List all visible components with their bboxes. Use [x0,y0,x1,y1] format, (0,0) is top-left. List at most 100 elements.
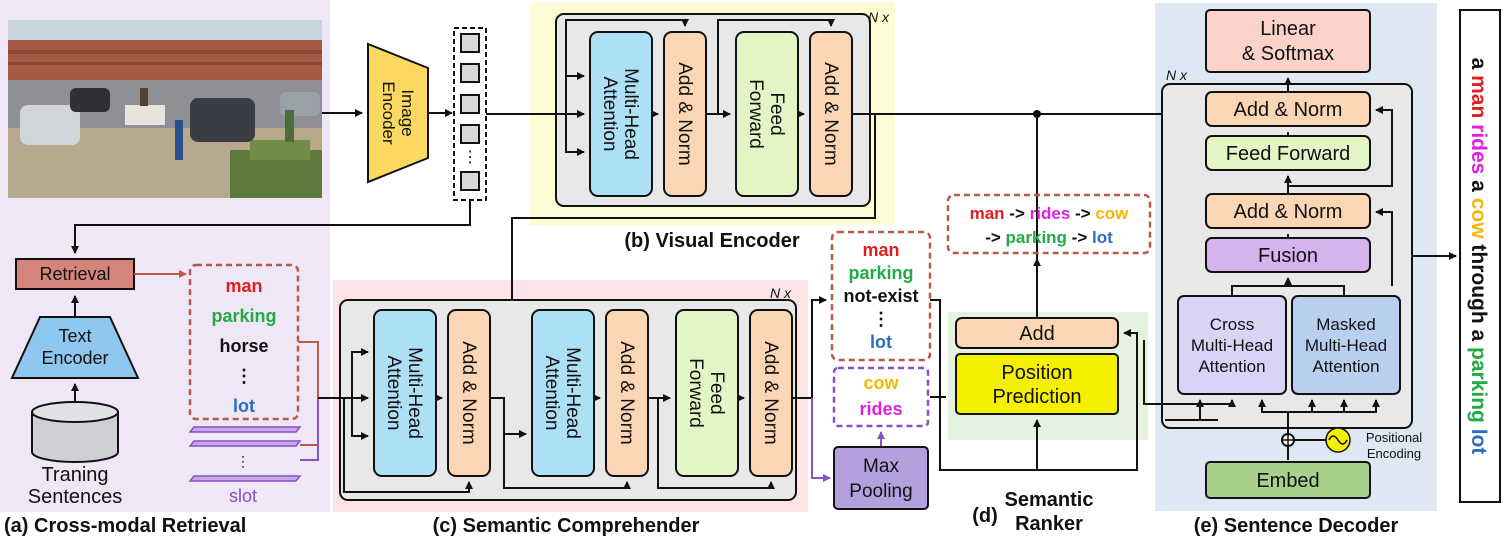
svg-text:Fusion: Fusion [1258,245,1318,267]
concept-word-3: ⋮ [872,309,890,329]
slot-label: slot [229,486,257,506]
svg-text:Add & Norm: Add & Norm [1234,99,1343,121]
retrieved-word-4: lot [233,396,255,416]
output-word-6: a [1467,330,1490,348]
linear-softmax-line1: Linear [1260,18,1316,40]
ranked-token-2-3: lot [1092,228,1113,247]
slot-word-1: rides [859,399,902,419]
section-label-b: (b) Visual Encoder [624,230,799,252]
scene-photo [8,20,322,198]
svg-text:Add & Norm: Add & Norm [458,341,479,444]
output-sentence-box [1459,9,1501,503]
concept-word-0: man [862,240,899,260]
ranked-token-1-4: cow [1095,204,1129,223]
svg-text:Multi-Head: Multi-Head [562,347,583,439]
sc-add-norm-1 [447,309,491,477]
output-word-5: through [1467,244,1490,329]
svg-text:⋮: ⋮ [462,149,478,166]
max-pooling-line2: Pooling [849,481,912,502]
retrieved-word-0: man [225,276,262,296]
output-word-0: a [1467,58,1490,76]
sc-feed-forward [675,309,739,477]
max-pooling-line1: Max [863,456,899,477]
retrieved-word-3: ⋮ [235,366,253,386]
image-encoder-line1: Image [398,89,417,136]
database-label-line1: Traning [41,464,108,486]
svg-text:Feed Forward: Feed Forward [1226,143,1351,165]
position-prediction-line1: Position [1001,362,1072,384]
ranked-token-2-0: -> [985,228,1005,247]
svg-text:Multi-Head: Multi-Head [1305,336,1387,355]
concept-word-4: lot [870,332,892,352]
svg-text:Add & Norm: Add & Norm [674,62,695,165]
output-word-8: lot [1467,429,1490,455]
ranked-line-1: man -> rides -> cow [970,204,1130,223]
output-word-4: cow [1467,198,1490,245]
ranked-token-1-3: -> [1070,204,1095,223]
section-label-d-line2: Ranker [1015,513,1083,535]
svg-text:Multi-Head: Multi-Head [620,68,641,160]
section-label-a: (a) Cross-modal Retrieval [4,515,246,537]
output-sentence: a man rides a cow through a parking lot [1467,58,1490,455]
svg-text:Attention: Attention [383,356,404,431]
ranked-token-2-2: -> [1067,228,1092,247]
embed-label: Embed [1256,470,1319,492]
max-pooling-box [833,446,929,510]
database-label-line2: Sentences [28,486,123,508]
linear-softmax-line2: & Softmax [1242,43,1334,65]
svg-text:Attention: Attention [541,356,562,431]
image-encoder: Image Encoder [367,42,429,184]
slot-word-0: cow [863,373,899,393]
text-encoder: Text Encoder [10,316,140,379]
position-prediction-line2: Prediction [993,386,1082,408]
decoder-masked-attention [1291,295,1401,395]
positional-encoding-line2: Encoding [1367,446,1421,461]
svg-text:Add & Norm: Add & Norm [616,341,637,444]
slot-words-box [832,366,930,428]
svg-text:Feed: Feed [766,92,787,135]
svg-text:Masked: Masked [1316,315,1376,334]
svg-text:Add & Norm: Add & Norm [760,341,781,444]
svg-text:Multi-Head: Multi-Head [1191,336,1273,355]
text-encoder-line1: Text [58,326,91,346]
output-word-3: a [1467,180,1490,198]
svg-text:Cross: Cross [1210,315,1254,334]
retrieved-word-1: parking [211,306,276,326]
output-word-7: parking [1467,347,1490,429]
decoder-nx: N x [1166,67,1188,83]
ranked-token-1-2: rides [1030,204,1071,223]
svg-text:Attention: Attention [1198,357,1265,376]
ranker-add-label: Add [1019,323,1055,345]
image-feature-tokens: ⋮ [453,27,487,201]
image-encoder-line2: Encoder [379,81,398,145]
retrieval-label: Retrieval [39,264,110,284]
section-label-d-prefix: (d) [972,505,998,527]
concept-words-box [830,230,932,362]
svg-text:Forward: Forward [745,79,766,149]
position-prediction-box [955,353,1119,415]
semantic-comprehender-nx: N x [770,285,792,301]
sc-add-norm-2 [605,309,649,477]
ranked-token-2-1: parking [1006,228,1067,247]
output-word-2: rides [1467,124,1490,180]
svg-text:Feed: Feed [706,371,727,414]
sc-multi-head-attention-1 [373,309,437,477]
svg-text:Add & Norm: Add & Norm [820,62,841,165]
linear-softmax-box [1205,9,1371,73]
section-label-c: (c) Semantic Comprehender [433,515,700,537]
section-label-d-line1: Semantic [1005,489,1094,511]
slot-vectors: ⋮ [188,426,302,482]
svg-text:Add & Norm: Add & Norm [1234,201,1343,223]
embed-box [1205,461,1371,499]
svg-text:Attention: Attention [599,77,620,152]
section-label-e: (e) Sentence Decoder [1194,515,1399,537]
ranked-token-1-0: man [970,204,1005,223]
text-encoder-line2: Encoder [41,348,108,368]
svg-text:Multi-Head: Multi-Head [404,347,425,439]
ranked-words-box [946,193,1152,255]
svg-text:⋮: ⋮ [236,453,250,469]
visual-encoder-nx: N x [868,9,890,25]
svg-text:Attention: Attention [1312,357,1379,376]
